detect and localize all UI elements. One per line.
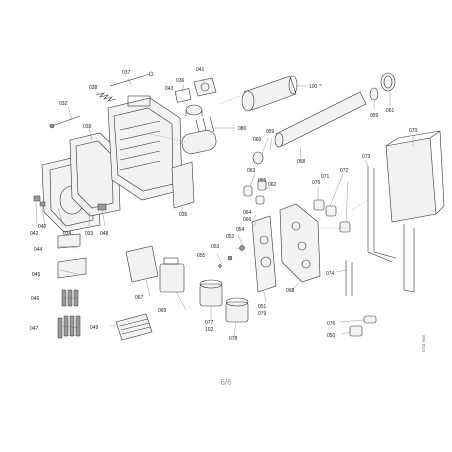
label-100-superscript: *6 [319,83,322,87]
label-040: 040 [38,224,47,230]
heat-exchanger-part [107,95,183,201]
sheet-044-part [57,233,81,249]
label-080: 080 [238,126,247,132]
label-054: 054 [236,227,245,233]
fittings-062-065-part [243,179,267,205]
label-077: 077 [205,320,214,326]
sheet-045-part [57,257,87,279]
pump-069-part [159,257,185,293]
label-044: 044 [34,247,43,253]
pipe-073-part [367,166,397,263]
label-102: 102 [205,327,214,333]
label-053: 053 [211,244,220,250]
label-033: 033 [85,231,94,237]
label-079: 079 [258,311,267,317]
spring-038-part [95,92,117,102]
label-039: 039 [83,124,92,130]
label-072: 072 [340,168,349,174]
leader-lines [35,77,414,337]
label-100: 100 [309,84,318,90]
label-042: 042 [30,231,39,237]
label-071: 071 [321,174,330,180]
label-032: 032 [59,101,68,107]
screw-032-part [49,115,81,129]
label-065: 065 [258,178,267,184]
hydraulic-block-068-part [279,203,321,283]
motor-078-part [225,297,249,323]
filter-pad-067-part [125,245,159,283]
rod-037-part [109,71,154,87]
label-048: 048 [100,231,109,237]
label-050: 050 [327,333,336,339]
label-041: 041 [196,67,205,73]
label-060: 060 [253,137,262,143]
label-068: 068 [286,288,295,294]
flue-pipe-058-part [274,91,367,148]
label-051: 051 [258,304,267,310]
label-049: 049 [90,325,99,331]
valve-body-051-part [251,215,277,293]
valve-076-part [363,315,377,324]
label-067: 067 [135,295,144,301]
valve-050-part [349,325,363,337]
label-063: 063 [247,168,256,174]
label-059: 059 [370,113,379,119]
label-061: 061 [386,108,395,114]
label-058: 058 [297,159,306,165]
label-038: 038 [89,85,98,91]
burner-tube-part [181,130,217,154]
label-059-lower: 059 [266,129,275,135]
label-062: 062 [268,182,277,188]
part-labels: 032 036 037 038 039 040 041 042 043 034 … [30,67,418,342]
pipe-074-part [345,224,415,296]
document-code: 5751 998 [421,335,426,352]
label-036: 036 [176,78,185,84]
label-035: 035 [179,212,188,218]
adapter-043-part [185,104,203,116]
label-078: 078 [229,336,238,342]
label-076: 076 [327,321,336,327]
fittings-071-075-part [313,199,351,233]
label-043: 043 [165,86,174,92]
small-parts-052-055-part [218,245,245,268]
grille-049-part [115,313,153,341]
clip-048-part [97,203,107,211]
page-number: 6/6 [220,378,232,387]
ring-059-part [369,87,379,101]
motor-077-part [199,279,223,307]
label-073: 073 [362,154,371,160]
strips-047-part [57,315,81,339]
label-055: 055 [197,253,206,259]
label-034: 034 [63,231,72,237]
label-052: 052 [226,234,235,240]
cap-061-part [380,72,396,92]
expansion-vessel-070-part [385,130,445,223]
ring-060-part [252,151,264,165]
label-075: 075 [312,180,321,186]
side-panel-035-part [171,161,195,209]
flue-elbow-100-part [241,75,298,112]
label-070: 070 [409,128,418,134]
label-069: 069 [158,308,167,314]
flange-041-part [193,77,217,97]
label-066: 066 [243,217,252,223]
plugs-040-042-part [33,195,46,207]
label-074: 074 [326,271,335,277]
label-047: 047 [30,326,39,332]
label-046: 046 [31,296,40,302]
label-064: 064 [243,210,252,216]
label-045: 045 [32,272,41,278]
insulation-panel-part [69,132,121,217]
gasket-036-part [174,88,192,103]
label-037: 037 [122,70,131,76]
